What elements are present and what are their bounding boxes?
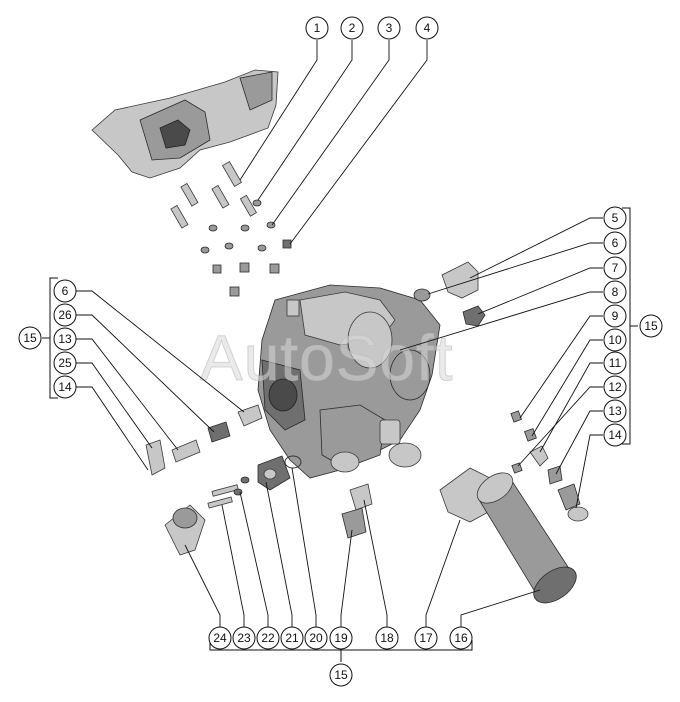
callout-5: 5 xyxy=(603,206,627,230)
callout-1: 1 xyxy=(305,16,329,40)
callout-6-left: 6 xyxy=(53,279,77,303)
svg-text:15: 15 xyxy=(23,331,37,345)
callout-6-right: 6 xyxy=(603,231,627,255)
svg-text:24: 24 xyxy=(213,631,227,645)
callout-22: 22 xyxy=(256,626,280,650)
svg-text:15: 15 xyxy=(334,668,348,682)
svg-text:20: 20 xyxy=(309,631,323,645)
callout-18: 18 xyxy=(375,626,399,650)
svg-text:3: 3 xyxy=(386,21,393,35)
svg-text:21: 21 xyxy=(285,631,299,645)
svg-text:7: 7 xyxy=(612,261,619,275)
callouts-right-group: 5 6 7 8 9 10 11 12 13 14 15 xyxy=(603,206,663,447)
svg-text:12: 12 xyxy=(608,380,622,394)
callout-25: 25 xyxy=(53,351,77,375)
svg-text:2: 2 xyxy=(349,21,356,35)
callout-15-right: 15 xyxy=(639,314,663,338)
svg-text:23: 23 xyxy=(237,631,251,645)
leader-lines xyxy=(76,40,603,627)
svg-text:18: 18 xyxy=(380,631,394,645)
callout-4: 4 xyxy=(415,16,439,40)
studs-and-nuts xyxy=(170,161,292,297)
svg-text:19: 19 xyxy=(334,631,348,645)
callout-26: 26 xyxy=(53,303,77,327)
svg-text:5: 5 xyxy=(612,211,619,225)
housing-cover xyxy=(91,69,279,179)
callout-23: 23 xyxy=(232,626,256,650)
lower-right-fittings xyxy=(510,410,589,522)
pump-body xyxy=(257,284,441,479)
callout-15-bottom: 15 xyxy=(329,663,353,687)
callout-16: 16 xyxy=(449,626,473,650)
svg-text:13: 13 xyxy=(58,332,72,346)
svg-text:17: 17 xyxy=(419,631,433,645)
callout-15-left: 15 xyxy=(18,326,42,350)
svg-text:16: 16 xyxy=(454,631,468,645)
callout-14-right: 14 xyxy=(603,423,627,447)
svg-text:14: 14 xyxy=(58,380,72,394)
svg-text:25: 25 xyxy=(58,356,72,370)
callout-9: 9 xyxy=(603,304,627,328)
callout-7: 7 xyxy=(603,256,627,280)
svg-text:15: 15 xyxy=(644,319,658,333)
callouts-bottom-group: 24 23 22 21 20 19 18 17 16 15 xyxy=(208,626,473,687)
svg-text:9: 9 xyxy=(612,309,619,323)
callout-13-right: 13 xyxy=(603,399,627,423)
svg-text:26: 26 xyxy=(58,308,72,322)
callout-12: 12 xyxy=(603,375,627,399)
watermark: AutoSoft xyxy=(200,322,454,394)
callouts-left-group: 6 26 13 25 14 15 xyxy=(18,279,77,399)
svg-text:10: 10 xyxy=(608,333,622,347)
svg-text:22: 22 xyxy=(261,631,275,645)
callout-10: 10 xyxy=(603,328,627,352)
bottom-parts xyxy=(164,455,373,556)
filter-assembly xyxy=(439,467,577,604)
svg-text:13: 13 xyxy=(608,404,622,418)
callout-8: 8 xyxy=(603,280,627,304)
callout-13-left: 13 xyxy=(53,327,77,351)
svg-text:8: 8 xyxy=(612,285,619,299)
svg-text:6: 6 xyxy=(612,236,619,250)
callout-2: 2 xyxy=(340,16,364,40)
svg-text:6: 6 xyxy=(62,284,69,298)
group-brackets xyxy=(42,207,638,662)
callout-14-left: 14 xyxy=(53,375,77,399)
callout-20: 20 xyxy=(304,626,328,650)
callout-3: 3 xyxy=(377,16,401,40)
left-fittings xyxy=(145,404,263,476)
svg-text:11: 11 xyxy=(609,356,622,370)
upper-fittings xyxy=(413,261,486,327)
callout-11: 11 xyxy=(603,351,627,375)
callout-24: 24 xyxy=(208,626,232,650)
callout-21: 21 xyxy=(280,626,304,650)
svg-text:14: 14 xyxy=(608,428,622,442)
callout-19: 19 xyxy=(329,626,353,650)
callout-17: 17 xyxy=(414,626,438,650)
callouts-top: 1 2 3 4 xyxy=(305,16,439,40)
parts-illustration: AutoSoft xyxy=(91,69,589,604)
svg-text:4: 4 xyxy=(424,21,431,35)
svg-text:1: 1 xyxy=(314,21,321,35)
